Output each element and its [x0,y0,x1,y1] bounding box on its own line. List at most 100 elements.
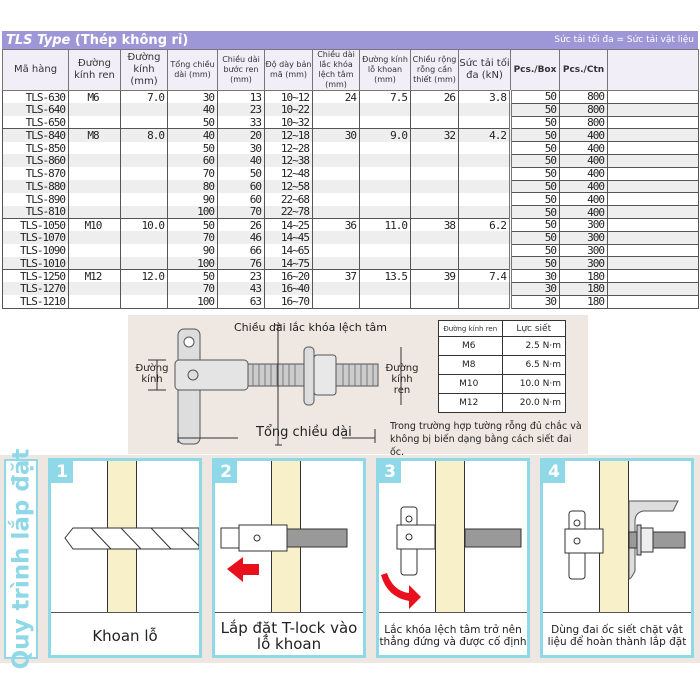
table-cell: TLS-1090 [2,244,69,257]
table-cell: TLS-650 [2,116,69,129]
table-cell: 10~22 [264,103,313,117]
steps-title-band: Quy trình lắp đặt [4,449,38,669]
table-cell: 16~70 [264,295,313,309]
torque-cell: 2.5 N·m [501,336,566,356]
table-cell [458,244,511,257]
table-cell [120,244,168,257]
table-cell [458,231,511,245]
table-cell: 300 [559,243,608,257]
wall [435,461,465,612]
table-cell: 7.4 [458,269,511,283]
torque-cell: M6 [438,336,503,356]
table-cell [68,282,121,296]
table-cell: 50 [167,217,218,232]
load-note: Sức tải tối đa = Sức tải vật liệu [554,35,694,45]
table-cell [607,179,699,193]
table-cell: 70 [167,282,218,296]
diameter-label: Đường kính [135,363,169,385]
table-cell [120,180,168,193]
table-cell [458,116,511,129]
table-cell: 60 [167,154,218,168]
table-cell [359,295,411,309]
table-cell: 100 [167,295,218,309]
table-cell [359,256,411,270]
column-header: Tổng chiều dài (mm) [167,49,218,91]
table-cell: 400 [559,205,608,219]
t-lock-tightened-icon [564,500,686,580]
table-cell: 10~32 [264,116,313,129]
column-header: Chiều rộng rỗng cần thiết (mm) [410,49,459,91]
table-cell [312,231,360,245]
table-cell [410,154,459,168]
table-cell: 6.2 [458,217,511,232]
step-panel-1: 1 Khoan lỗ [48,458,202,658]
table-cell [607,269,699,283]
table-cell: 22~68 [264,192,313,206]
table-cell [359,141,411,155]
table-cell [607,217,699,232]
steps-title: Quy trình lắp đặt [8,448,35,670]
table-cell: TLS-640 [2,103,69,117]
table-cell: TLS-1250 [2,269,69,283]
table-cell [410,180,459,193]
table-cell [410,103,459,117]
table-cell [68,103,121,117]
table-cell [410,116,459,129]
table-cell: 39 [410,269,459,283]
table-cell [312,103,360,117]
table-cell: 70 [167,231,218,245]
table-cell [410,231,459,245]
table-cell [410,167,459,181]
table-cell: 24 [312,90,360,104]
table-cell [68,154,121,168]
table-cell [607,128,699,142]
table-cell [458,180,511,193]
left-arrow-icon [227,557,259,582]
step-number: 4 [543,461,565,483]
step-number: 1 [51,461,73,483]
table-cell [607,102,699,117]
table-cell: 400 [559,179,608,193]
table-cell [607,281,699,296]
table-cell [312,205,360,219]
table-cell [68,167,121,181]
table-cell: TLS-1050 [2,217,69,232]
table-cell: TLS-890 [2,192,69,206]
step-panel-3: 3 Lắc khóa lệch tâm trở nên thẳng đứng v… [376,458,530,658]
table-cell: 23 [217,103,265,117]
table-cell: 50 [167,269,218,283]
table-cell: 12~48 [264,167,313,181]
table-cell [120,116,168,129]
table-cell: 10~12 [264,90,313,104]
column-header: Sức tải tối đa (kN) [458,49,511,91]
table-cell: 50 [509,179,560,193]
table-cell [359,154,411,168]
table-cell: 50 [509,192,560,206]
table-cell: 300 [559,217,608,232]
table-cell: 50 [509,205,560,219]
table-cell: 12.0 [120,269,168,283]
table-cell [312,244,360,257]
table-cell: M8 [68,128,121,142]
table-cell: 46 [217,231,265,245]
table-cell: 50 [509,217,560,232]
table-cell [312,192,360,206]
table-cell: 12~18 [264,128,313,142]
table-cell: 26 [217,217,265,232]
table-cell: TLS-1010 [2,256,69,270]
table-cell: 40 [167,128,218,142]
thread-diameter-label: Đường kính ren [385,363,419,396]
table-cell [312,282,360,296]
table-cell: 800 [559,115,608,129]
table-cell [607,166,699,181]
table-cell: 30 [167,90,218,104]
table-cell: 23 [217,269,265,283]
table-cell: TLS-810 [2,205,69,219]
table-cell: 50 [509,153,560,168]
